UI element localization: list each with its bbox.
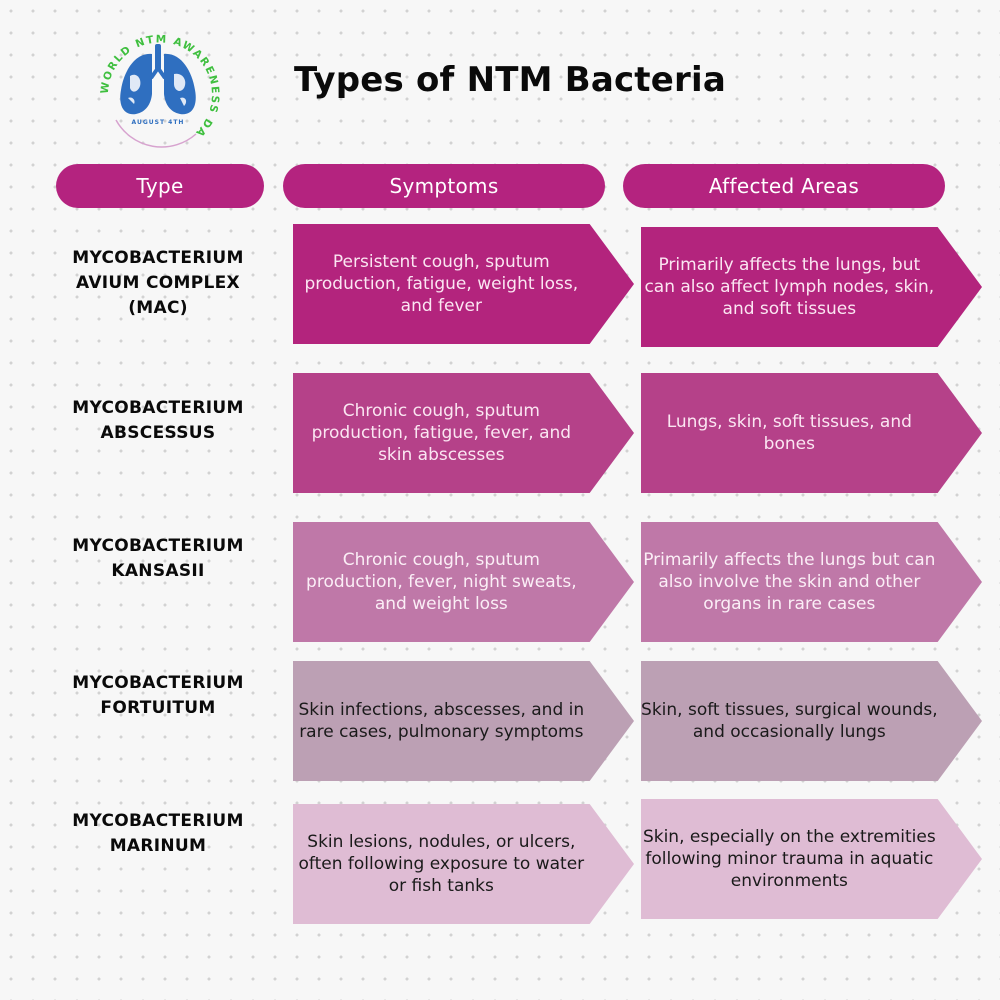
- symptoms-text: Skin infections, abscesses, and in rare …: [298, 700, 585, 742]
- lungs-globe-icon: [120, 44, 196, 115]
- symptoms-arrow-fortuitum: Skin infections, abscesses, and in rare …: [293, 661, 634, 781]
- column-header-type: Type: [56, 164, 264, 208]
- affected-text: Skin, especially on the extremities foll…: [642, 827, 936, 891]
- affected-arrow-kansasii: Primarily affects the lungs but can also…: [641, 522, 982, 642]
- affected-text: Primarily affects the lungs but can also…: [643, 550, 936, 614]
- type-label-kansasii: MYCOBACTERIUM KANSASII: [72, 536, 244, 581]
- symptoms-text: Chronic cough, sputum production, fatigu…: [311, 401, 572, 465]
- symptoms-text: Chronic cough, sputum production, fever,…: [306, 550, 577, 614]
- symptoms-text: Skin lesions, nodules, or ulcers, often …: [298, 832, 585, 896]
- logo-date-text: AUGUST 4TH: [132, 119, 185, 126]
- column-header-affected-areas: Affected Areas: [623, 164, 945, 208]
- affected-arrow-mac: Primarily affects the lungs, but can als…: [641, 227, 982, 347]
- type-label-fortuitum: MYCOBACTERIUM FORTUITUM: [72, 673, 244, 718]
- column-header-symptoms: Symptoms: [283, 164, 605, 208]
- affected-text: Skin, soft tissues, surgical wounds, and…: [641, 700, 938, 742]
- affected-arrow-marinum: Skin, especially on the extremities foll…: [641, 799, 982, 919]
- world-ntm-awareness-day-logo: WORLD NTM AWARENESS DAY AUGUST 4TH: [88, 28, 220, 148]
- affected-arrow-abscessus: Lungs, skin, soft tissues, and bones: [641, 373, 982, 493]
- type-label-marinum: MYCOBACTERIUM MARINUM: [72, 811, 244, 856]
- affected-text: Lungs, skin, soft tissues, and bones: [666, 412, 912, 454]
- type-label-mac: MYCOBACTERIUM AVIUM COMPLEX (MAC): [72, 248, 244, 318]
- symptoms-arrow-mac: Persistent cough, sputum production, fat…: [293, 224, 634, 344]
- type-label-abscessus: MYCOBACTERIUM ABSCESSUS: [72, 398, 244, 443]
- affected-text: Primarily affects the lungs, but can als…: [644, 255, 935, 319]
- page-title: Types of NTM Bacteria: [294, 60, 726, 100]
- symptoms-arrow-marinum: Skin lesions, nodules, or ulcers, often …: [293, 804, 634, 924]
- symptoms-arrow-abscessus: Chronic cough, sputum production, fatigu…: [293, 373, 634, 493]
- affected-arrow-fortuitum: Skin, soft tissues, surgical wounds, and…: [641, 661, 982, 781]
- symptoms-text: Persistent cough, sputum production, fat…: [304, 252, 579, 316]
- symptoms-arrow-kansasii: Chronic cough, sputum production, fever,…: [293, 522, 634, 642]
